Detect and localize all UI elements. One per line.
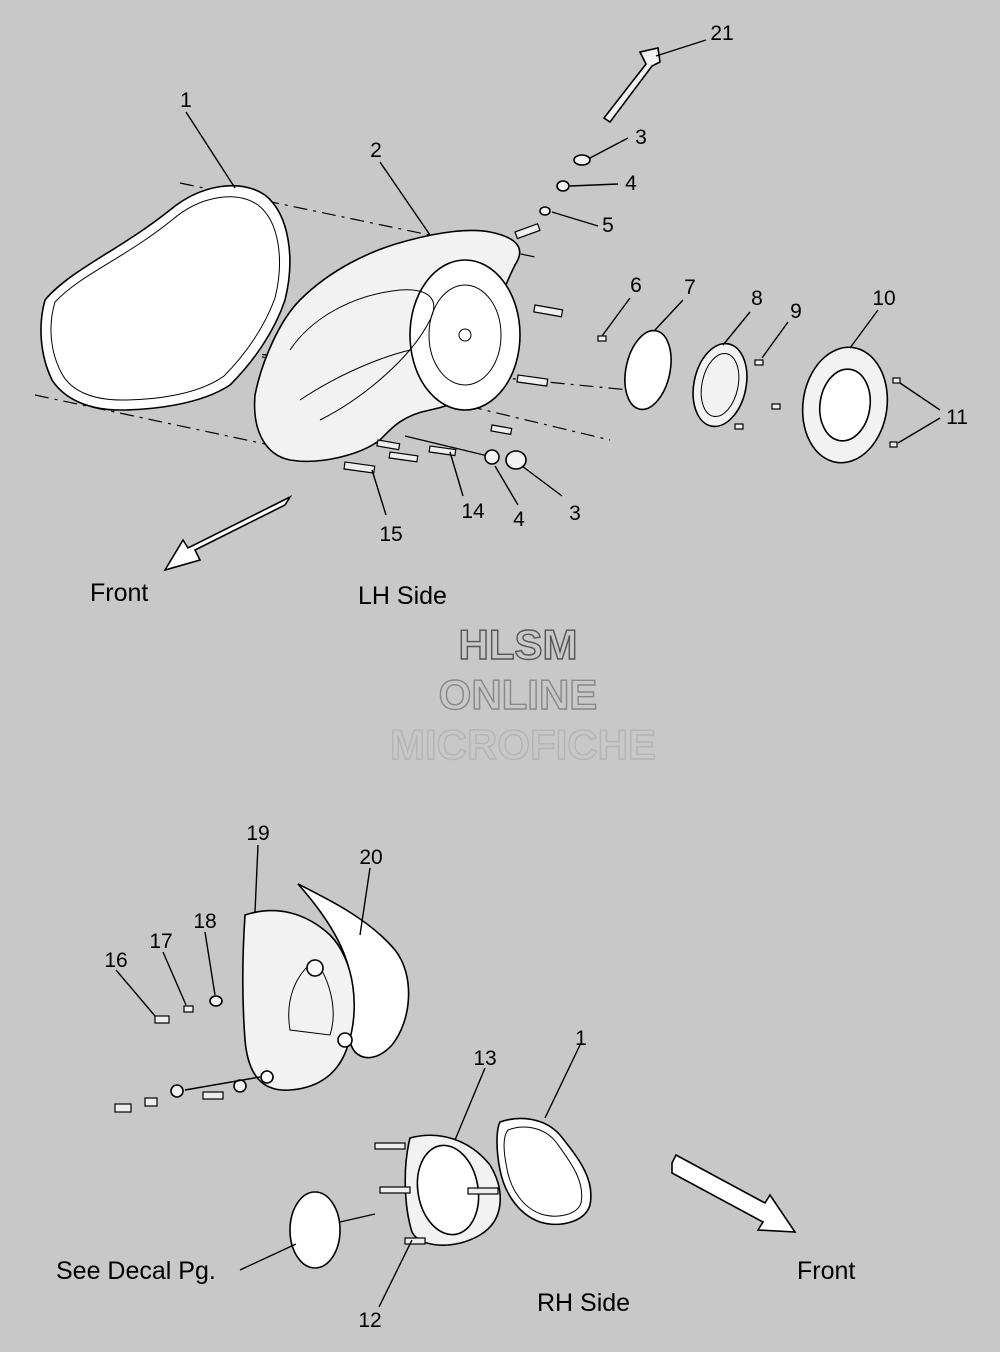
front-arrow-rh [671, 1153, 797, 1233]
callout-15: 15 [379, 523, 402, 546]
callout-14: 14 [461, 500, 485, 523]
dipstick [602, 47, 661, 124]
callout-4-lower: 4 [513, 508, 525, 531]
watermark-line-3: MICROFICHE [390, 721, 656, 768]
callout-16: 16 [104, 949, 127, 972]
lh-side-caption: LH Side [358, 582, 447, 610]
callout-12: 12 [358, 1309, 381, 1332]
callout-3-lower: 3 [569, 502, 581, 525]
front-label-lh: Front [90, 579, 148, 607]
callout-1-rh: 1 [575, 1027, 587, 1050]
lh-side-assembly: 1 2 3 4 5 6 7 8 9 10 11 14 4 3 15 21 Fro… [34, 22, 968, 610]
callout-18: 18 [193, 910, 216, 933]
primary-gasket [40, 184, 291, 411]
callout-17: 17 [149, 930, 172, 953]
front-arrow-lh [163, 495, 293, 572]
front-label-rh: Front [797, 1257, 855, 1285]
callout-13: 13 [473, 1047, 496, 1070]
watermark-line-1: HLSM [459, 621, 578, 668]
rh-outer-cover [241, 909, 356, 1091]
callout-3: 3 [635, 126, 647, 149]
watermark: HLSM ONLINE MICROFICHE [389, 620, 656, 768]
watermark-line-2: ONLINE [439, 671, 598, 718]
decal-disc [289, 1191, 341, 1269]
see-decal-label: See Decal Pg. [56, 1257, 216, 1285]
rh-side-assembly: 16 17 18 19 20 13 1 12 See Decal Pg. Fro… [56, 822, 855, 1332]
callout-6: 6 [630, 274, 642, 297]
callout-7: 7 [684, 276, 696, 299]
callout-19: 19 [246, 822, 269, 845]
callout-11: 11 [946, 406, 968, 429]
cover-o-ring [624, 329, 672, 411]
callout-4: 4 [625, 172, 637, 195]
callout-8: 8 [751, 287, 763, 310]
callout-9: 9 [790, 300, 802, 323]
callout-20: 20 [359, 846, 382, 869]
callout-2: 2 [370, 139, 382, 162]
callout-10: 10 [872, 287, 895, 310]
rh-gasket [496, 1117, 592, 1226]
rh-side-caption: RH Side [537, 1289, 630, 1317]
callout-5: 5 [602, 214, 614, 237]
callout-1: 1 [180, 89, 192, 112]
callout-21: 21 [710, 22, 733, 45]
